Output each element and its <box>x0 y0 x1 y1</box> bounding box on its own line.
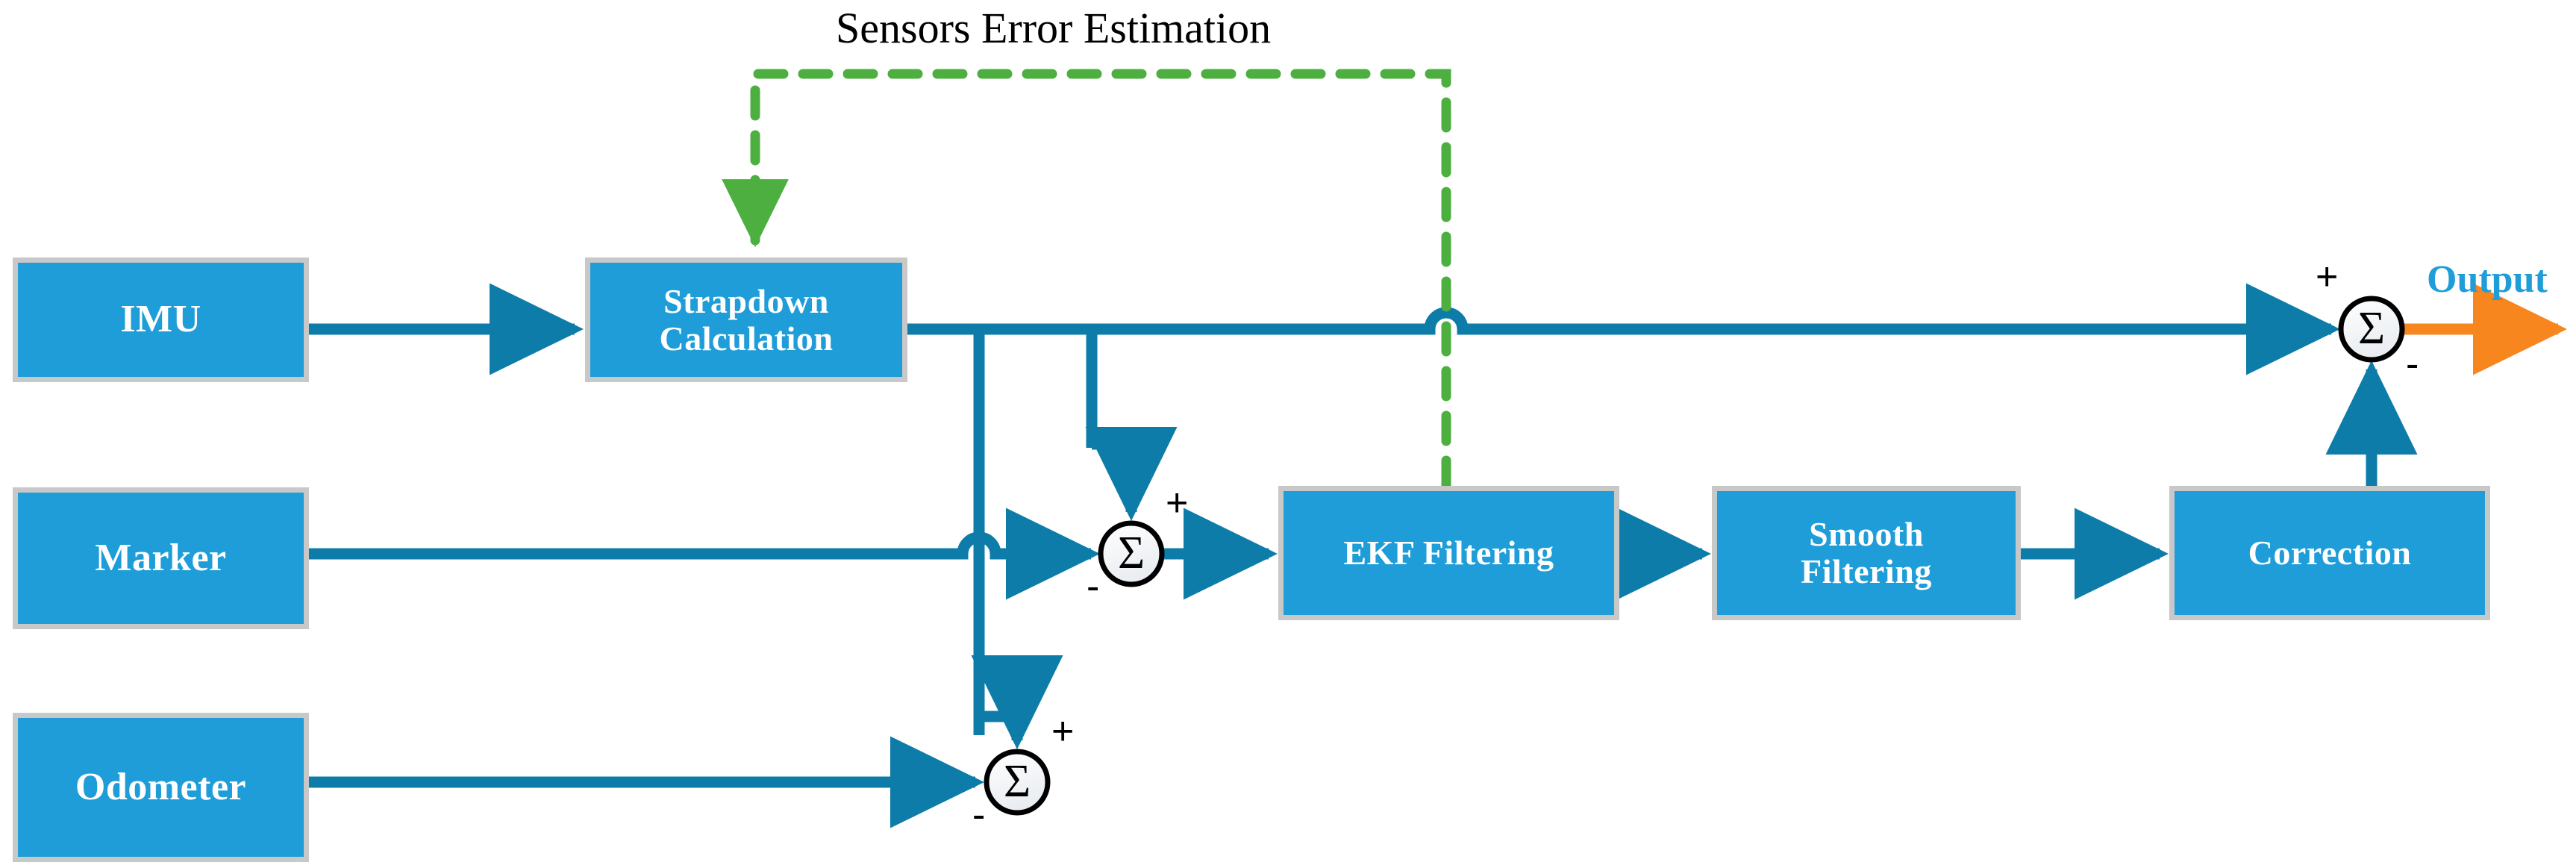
sum-symbol: Σ <box>2358 303 2385 354</box>
sum-junction-output-plus: + <box>2316 255 2339 299</box>
node-ekf-filtering[interactable]: EKF Filtering <box>1278 486 1619 620</box>
connection-strapdown-to-output-sum <box>907 283 2341 375</box>
node-strapdown-calculation[interactable]: Strapdown Calculation <box>585 257 907 382</box>
sum-junction-odometer-minus: - <box>972 793 986 837</box>
diagram-title: Sensors Error Estimation <box>836 4 1272 52</box>
sum-junction-odometer-plus: + <box>1051 710 1075 753</box>
node-marker[interactable]: Marker <box>13 487 309 629</box>
sum-symbol: Σ <box>1118 528 1145 578</box>
node-odometer-label: Odometer <box>75 765 247 808</box>
sum-junction-output-minus: - <box>2406 343 2419 386</box>
sum-symbol: Σ <box>1004 756 1031 807</box>
sum-junction-marker-plus: + <box>1166 481 1189 525</box>
node-correction-label: Correction <box>2248 534 2412 572</box>
sum-junction-odometer[interactable]: Σ <box>982 747 1052 817</box>
connection-marker-to-marker-sum <box>309 508 1101 600</box>
node-strapdown-calculation-label: Strapdown Calculation <box>659 281 834 357</box>
node-correction[interactable]: Correction <box>2169 486 2490 620</box>
node-imu-label: IMU <box>120 298 201 341</box>
sum-junction-marker[interactable]: Σ <box>1096 519 1166 589</box>
node-smooth-filtering-label: Smooth Filtering <box>1801 515 1932 590</box>
node-smooth-filtering[interactable]: Smooth Filtering <box>1712 486 2021 620</box>
sum-junction-output[interactable]: Σ <box>2336 294 2407 364</box>
node-marker-label: Marker <box>95 536 227 579</box>
connection-ekf-feedback-to-strapdown <box>722 69 1451 491</box>
node-imu[interactable]: IMU <box>13 257 309 382</box>
node-odometer[interactable]: Odometer <box>13 713 309 862</box>
node-ekf-filtering-label: EKF Filtering <box>1343 534 1554 572</box>
output-label: Output <box>2427 258 2548 301</box>
sum-junction-marker-minus: - <box>1087 565 1100 608</box>
